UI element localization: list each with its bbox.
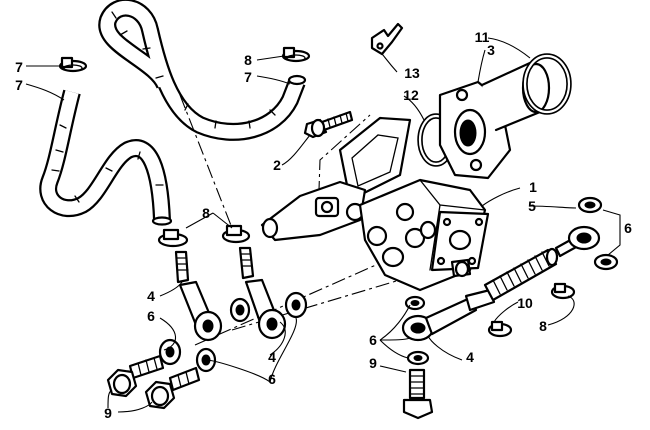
hose-clamp-fitting-left [157, 228, 189, 248]
leader-lines [25, 37, 621, 413]
callout-9: 9 [104, 405, 112, 421]
callout-9: 9 [369, 355, 377, 371]
callout-6: 6 [268, 371, 276, 387]
callout-6: 6 [147, 308, 155, 324]
callout-5: 5 [528, 198, 536, 214]
oil-pump-body [260, 116, 490, 292]
callout-labels: 7 7 8 7 13 12 11 3 2 1 5 6 8 4 6 4 6 9 1… [15, 29, 632, 421]
callout-10: 10 [517, 295, 533, 311]
callout-4: 4 [268, 349, 276, 365]
pump-drive-housing-3 [438, 60, 551, 180]
callout-6: 6 [624, 220, 632, 236]
callout-7: 7 [244, 69, 252, 85]
hose-clamps-lower-right [487, 282, 576, 338]
banjo-bolts-left [106, 354, 201, 410]
cable-clip-13 [370, 22, 404, 56]
banjo-fitting-right [238, 246, 287, 340]
callout-6: 6 [369, 332, 377, 348]
washers-left [158, 291, 308, 373]
callout-4: 4 [147, 288, 155, 304]
hose-top [98, 0, 307, 141]
callout-1: 1 [529, 179, 537, 195]
banjo-fitting-left [174, 250, 223, 342]
callout-4: 4 [466, 349, 474, 365]
fuel-line-10 [483, 247, 559, 302]
callout-3: 3 [487, 42, 495, 58]
banjo-bolt-lower [402, 368, 434, 420]
callout-8: 8 [202, 205, 210, 221]
callout-2: 2 [273, 157, 281, 173]
banjo-fitting-right-side [554, 196, 619, 271]
callout-11: 11 [475, 29, 490, 45]
callout-8: 7 [15, 59, 23, 75]
hose-left [39, 89, 173, 226]
bolt-2 [303, 110, 354, 139]
hose-clamp-top-right [281, 46, 311, 63]
hose-clamp-fitting-right [221, 224, 251, 244]
callout-8: 8 [244, 52, 252, 68]
callout-12: 12 [403, 87, 419, 103]
callout-8: 8 [539, 318, 547, 334]
o-ring-11 [522, 53, 572, 115]
callout-13: 13 [404, 65, 420, 81]
banjo-fitting-lower [401, 288, 496, 366]
hose-clamp-top-left [58, 56, 88, 73]
callout-7: 7 [15, 77, 23, 93]
